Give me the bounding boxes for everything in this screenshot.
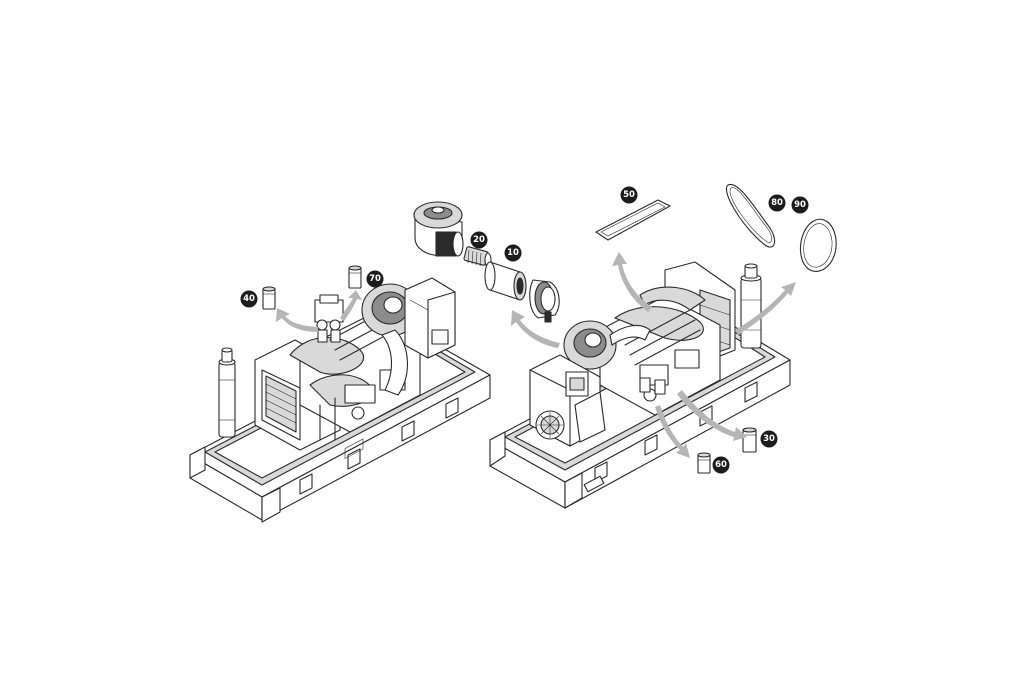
callout-badges: 10 20 30 40 50 60 70 80 [240, 186, 809, 474]
arrow-to-70 [340, 290, 362, 321]
left-engine [289, 294, 421, 441]
callout-40[interactable]: 40 [240, 290, 258, 308]
svg-text:20: 20 [473, 235, 485, 245]
arrow-to-end-cap [511, 310, 560, 348]
arrow-to-60 [655, 405, 690, 458]
callout-30[interactable]: 30 [760, 430, 778, 448]
svg-text:80: 80 [771, 198, 783, 208]
arrow-to-30 [677, 390, 747, 441]
arrow-to-gasket [612, 252, 652, 312]
drive-belt-90 [799, 218, 837, 272]
left-exhaust-stack [218, 347, 236, 438]
arrow-to-belt [735, 282, 796, 335]
drive-belt-80 [726, 183, 776, 248]
callout-50[interactable]: 50 [620, 186, 638, 204]
callout-80[interactable]: 80 [768, 194, 786, 212]
right-exhaust-stack [740, 263, 762, 349]
callout-70[interactable]: 70 [366, 270, 384, 288]
right-alternator [529, 354, 606, 447]
arrow-to-40 [276, 308, 318, 332]
callout-90[interactable]: 90 [791, 196, 809, 214]
left-generator-set [189, 277, 491, 523]
arrows [276, 252, 796, 458]
svg-text:90: 90 [794, 200, 806, 210]
filter-cartridge-40 [262, 286, 276, 310]
filter-cartridge-70 [348, 265, 362, 289]
air-cleaner-end-cap [529, 279, 560, 323]
left-alternator [361, 277, 456, 396]
callout-20[interactable]: 20 [470, 231, 488, 249]
valve-cover-gasket [595, 199, 671, 241]
svg-text:10: 10 [507, 248, 519, 258]
svg-text:60: 60 [715, 460, 727, 470]
callout-10[interactable]: 10 [504, 244, 522, 262]
air-cleaner-housing [413, 201, 464, 257]
right-generator-set [489, 261, 791, 509]
filter-cartridge-30 [742, 427, 757, 453]
right-air-cleaner [563, 320, 651, 370]
svg-text:70: 70 [369, 274, 381, 284]
svg-text:30: 30 [763, 434, 775, 444]
filter-cartridge-60 [697, 452, 711, 474]
svg-text:40: 40 [243, 294, 255, 304]
main-filter-element [484, 261, 527, 301]
svg-text:50: 50 [623, 190, 635, 200]
callout-60[interactable]: 60 [712, 456, 730, 474]
